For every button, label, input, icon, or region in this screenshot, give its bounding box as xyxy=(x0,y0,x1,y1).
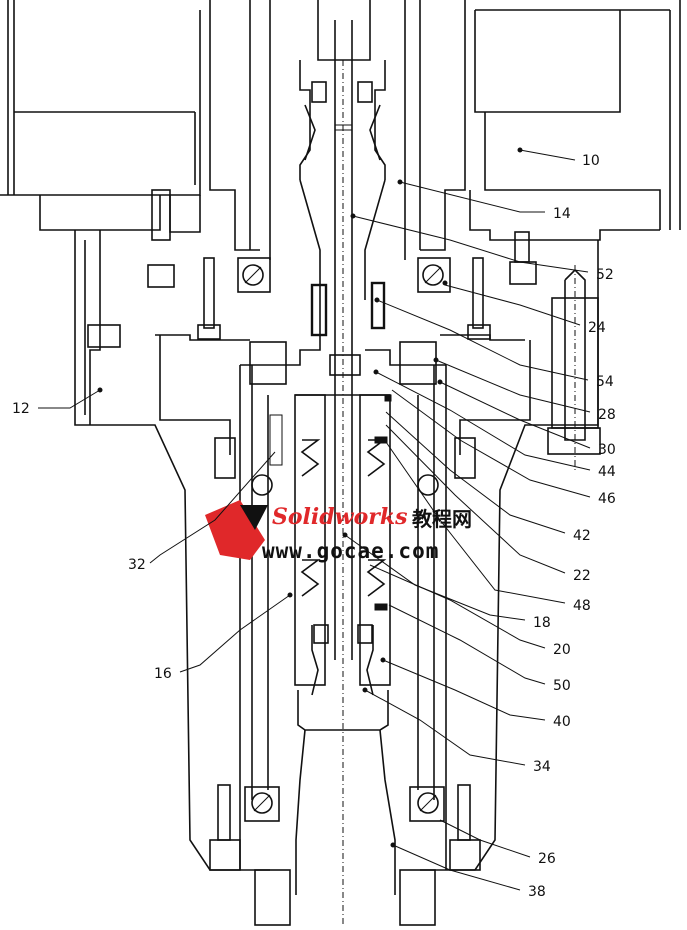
label-20: 20 xyxy=(553,642,571,658)
label-40: 40 xyxy=(553,714,571,730)
watermark-suffix: 教程网 xyxy=(412,507,472,531)
spindle-rotor xyxy=(239,281,447,870)
label-52: 52 xyxy=(596,267,614,283)
label-44: 44 xyxy=(598,464,616,480)
label-50: 50 xyxy=(553,678,571,694)
watermark: Solidworks 教程网 www.gocae.com xyxy=(205,500,472,563)
reference-labels: 10 14 52 24 54 28 30 44 46 42 22 48 18 2… xyxy=(12,153,616,900)
label-24: 24 xyxy=(588,320,606,336)
label-22: 22 xyxy=(573,568,591,584)
label-18: 18 xyxy=(533,615,551,631)
label-34: 34 xyxy=(533,759,551,775)
label-28: 28 xyxy=(598,407,616,423)
leader-lines xyxy=(38,147,591,891)
spring-stack xyxy=(300,394,392,611)
watermark-logo-mark xyxy=(240,505,268,530)
label-16: 16 xyxy=(154,666,172,682)
label-30: 30 xyxy=(598,442,616,458)
label-42: 42 xyxy=(573,528,591,544)
label-14: 14 xyxy=(553,206,571,222)
watermark-url: www.gocae.com xyxy=(262,539,439,563)
label-10: 10 xyxy=(582,153,600,169)
label-32: 32 xyxy=(128,557,146,573)
label-54: 54 xyxy=(596,374,614,390)
watermark-brand: Solidworks xyxy=(272,504,408,530)
label-26: 26 xyxy=(538,851,556,867)
bearing-upper xyxy=(237,257,451,293)
label-12: 12 xyxy=(12,401,30,417)
collet-lower xyxy=(295,60,396,925)
label-48: 48 xyxy=(573,598,591,614)
bearing-lower xyxy=(209,437,481,926)
label-38: 38 xyxy=(528,884,546,900)
drawbar xyxy=(299,0,386,660)
label-46: 46 xyxy=(598,491,616,507)
